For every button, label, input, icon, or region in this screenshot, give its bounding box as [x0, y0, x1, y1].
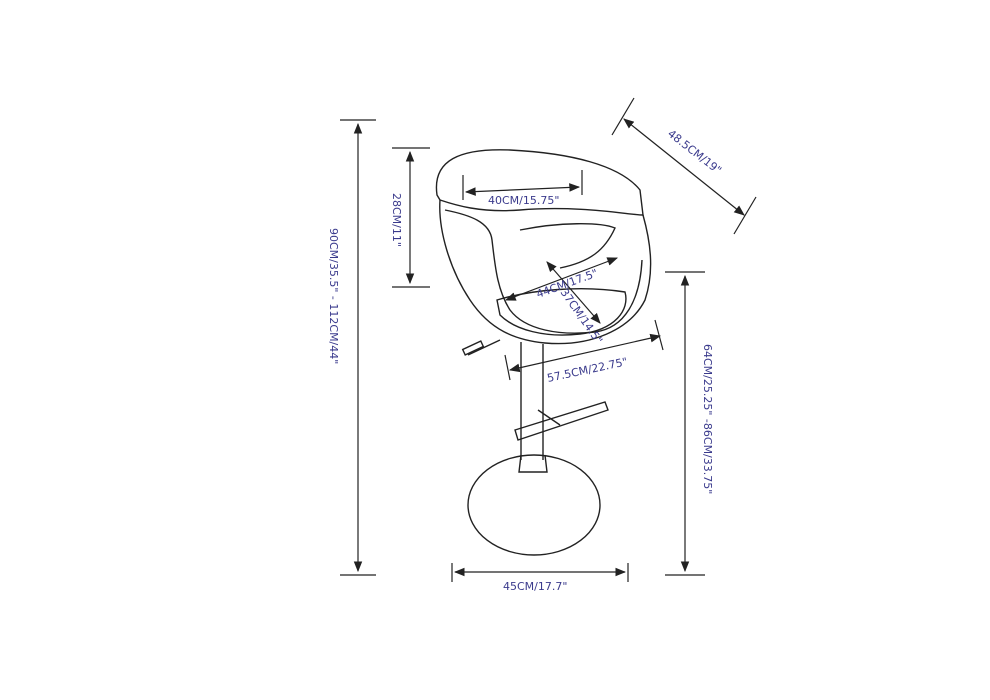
gas-lever	[461, 340, 485, 356]
depth-label: 48.5CM/19"	[665, 127, 724, 177]
footrest	[514, 401, 609, 441]
base	[467, 454, 601, 556]
back-height-label: 28CM/11"	[390, 193, 403, 247]
stool-drawing	[435, 149, 652, 556]
back-width-label: 40CM/15.75"	[488, 194, 559, 207]
seat-depth-label: 37CM/14.5"	[558, 286, 606, 346]
seat-height-label: 64CM/25.25" -86CM/33.75"	[701, 344, 714, 494]
total-height-label: 90CM/35.5" - 112CM/44"	[327, 228, 340, 364]
dimension-lines	[340, 97, 757, 582]
base-diameter-label: 45CM/17.7"	[503, 580, 567, 593]
